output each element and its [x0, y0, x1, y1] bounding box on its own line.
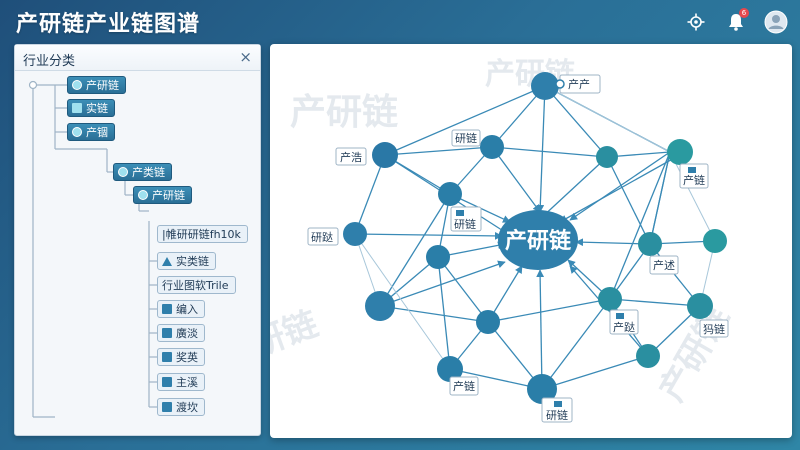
circle-icon: [118, 167, 128, 177]
user-avatar-icon[interactable]: [764, 10, 788, 34]
graph-node[interactable]: [596, 146, 618, 168]
folder-icon: [162, 352, 172, 362]
graph-node[interactable]: [372, 142, 398, 168]
node-tag: 产跶: [613, 320, 635, 334]
graph-canvas[interactable]: 产研链 产研链 产研链 产研链: [270, 44, 792, 438]
tree-node[interactable]: 编入: [157, 300, 205, 318]
graph-node[interactable]: [687, 293, 713, 319]
app-title: 产研链产业链图谱: [16, 12, 201, 37]
tree-node-selected[interactable]: |帷研研链fh10k: [157, 225, 248, 243]
notification-badge: 6: [739, 8, 749, 18]
tree-node-label: 渡坎: [176, 401, 198, 414]
tree-node-label: |帷研研链fh10k: [162, 228, 241, 241]
tree-node-label: 产研链: [86, 79, 119, 92]
tree-node[interactable]: 廣淡: [157, 324, 205, 342]
center-node[interactable]: [498, 210, 578, 270]
tree-node-label: 产类链: [132, 166, 165, 179]
tree-node-label: 产研链: [152, 189, 185, 202]
node-tag: 研跶: [311, 230, 333, 244]
folder-icon: [162, 377, 172, 387]
graph-node[interactable]: [703, 229, 727, 253]
graph-node[interactable]: [437, 356, 463, 382]
tree-node[interactable]: 实链: [67, 99, 115, 117]
folder-icon: [162, 402, 172, 412]
node-tag: 产链: [453, 379, 475, 393]
tree-node[interactable]: 渡坎: [157, 398, 205, 416]
triangle-icon: [162, 256, 172, 266]
graph-node[interactable]: [598, 287, 622, 311]
tree-node[interactable]: 产研链: [67, 76, 126, 94]
folder-icon: [72, 103, 82, 113]
tree-node-label: 主溪: [176, 376, 198, 389]
graph-node[interactable]: [636, 344, 660, 368]
graph-node[interactable]: [426, 245, 450, 269]
node-tag: 产浩: [340, 150, 362, 164]
watermark-text: 产研链: [290, 92, 398, 133]
panel-title: 行业分类: [23, 54, 76, 69]
graph-node[interactable]: [527, 374, 557, 404]
tree-node[interactable]: 产类链: [113, 163, 172, 181]
tree-node[interactable]: 奖英: [157, 348, 205, 366]
graph-node[interactable]: [480, 135, 504, 159]
graph-node[interactable]: [476, 310, 500, 334]
tree-node[interactable]: 产研链: [133, 186, 192, 204]
tree-node-label: 廣淡: [176, 327, 198, 340]
folder-icon: [162, 304, 172, 314]
graph-node[interactable]: [365, 291, 395, 321]
tree-node[interactable]: 主溪: [157, 373, 205, 391]
panel-header: 行业分类 ×: [15, 45, 260, 71]
node-tag: 犸链: [703, 322, 725, 336]
tree-node-label: 实类链: [176, 255, 209, 268]
tree-node-label: 产锢: [86, 126, 108, 139]
bell-icon[interactable]: 6: [724, 8, 749, 34]
graph-node[interactable]: [343, 222, 367, 246]
watermark-text: 产研链: [270, 304, 323, 376]
folder-icon: [162, 328, 172, 338]
node-tag: 研链: [454, 217, 476, 231]
graph-node[interactable]: [438, 182, 462, 206]
industry-category-panel: 行业分类 ×: [14, 44, 261, 436]
tree-node[interactable]: 实类链: [157, 252, 216, 270]
top-bar: 产研链产业链图谱 6: [0, 0, 800, 44]
node-tag: 产产: [568, 77, 590, 91]
node-tag: 研链: [546, 408, 568, 422]
tree-node-label: 实链: [86, 102, 108, 115]
tree-node[interactable]: 产锢: [67, 123, 115, 141]
node-tag: 产链: [683, 173, 705, 187]
settings-icon[interactable]: [684, 10, 708, 34]
top-icons: 6: [684, 8, 788, 34]
close-icon[interactable]: ×: [239, 48, 252, 66]
tree-node-label: 行业图软Trile: [162, 279, 229, 292]
node-tag: 研链: [455, 131, 477, 145]
node-labels: 产产 研链 产浩 研链 研跶 产链 产述 产跶 犸链 产链 研链: [307, 74, 729, 423]
graph-node[interactable]: [531, 72, 559, 100]
graph-nodes: [343, 72, 727, 404]
tree-node-label: 奖英: [176, 351, 198, 364]
center-node-label: 产研链: [505, 228, 571, 254]
network-graph[interactable]: 产研链 产研链 产研链 产研链: [270, 44, 792, 438]
node-tag: 产述: [653, 258, 675, 272]
circle-icon: [72, 80, 82, 90]
circle-icon: [138, 190, 148, 200]
graph-node[interactable]: [638, 232, 662, 256]
tree-node-label: 编入: [176, 303, 198, 316]
graph-node[interactable]: [667, 139, 693, 165]
tree-node[interactable]: 行业图软Trile: [157, 276, 236, 294]
circle-icon: [72, 127, 82, 137]
